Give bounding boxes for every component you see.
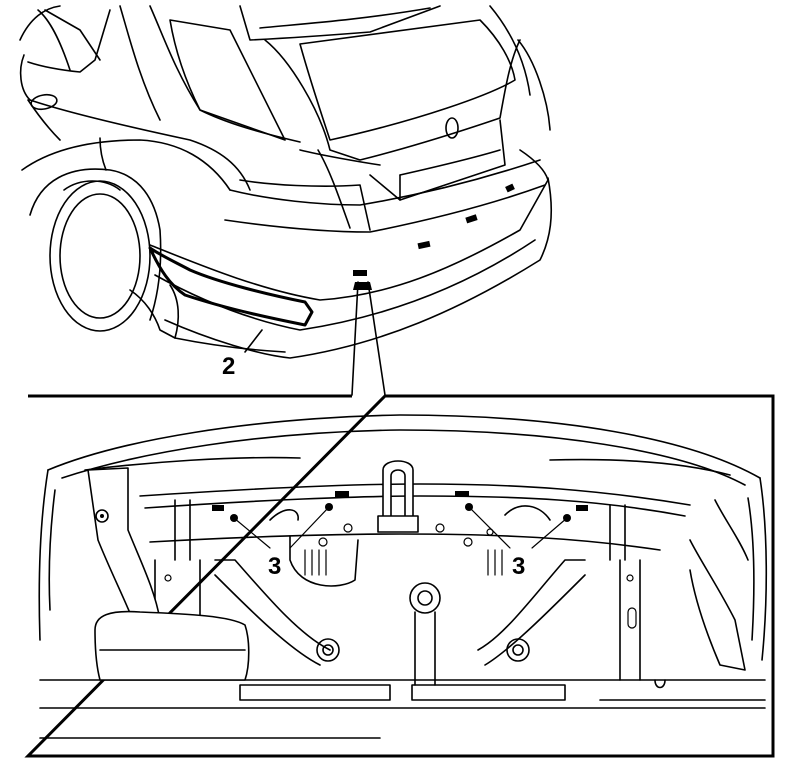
car-rear-illustration: 2 [19,5,553,396]
callout-2: 2 [222,353,235,380]
callout-3-right: 3 [512,553,525,580]
detail-inset: 3 3 [24,394,775,758]
callout-3-left: 3 [268,553,281,580]
